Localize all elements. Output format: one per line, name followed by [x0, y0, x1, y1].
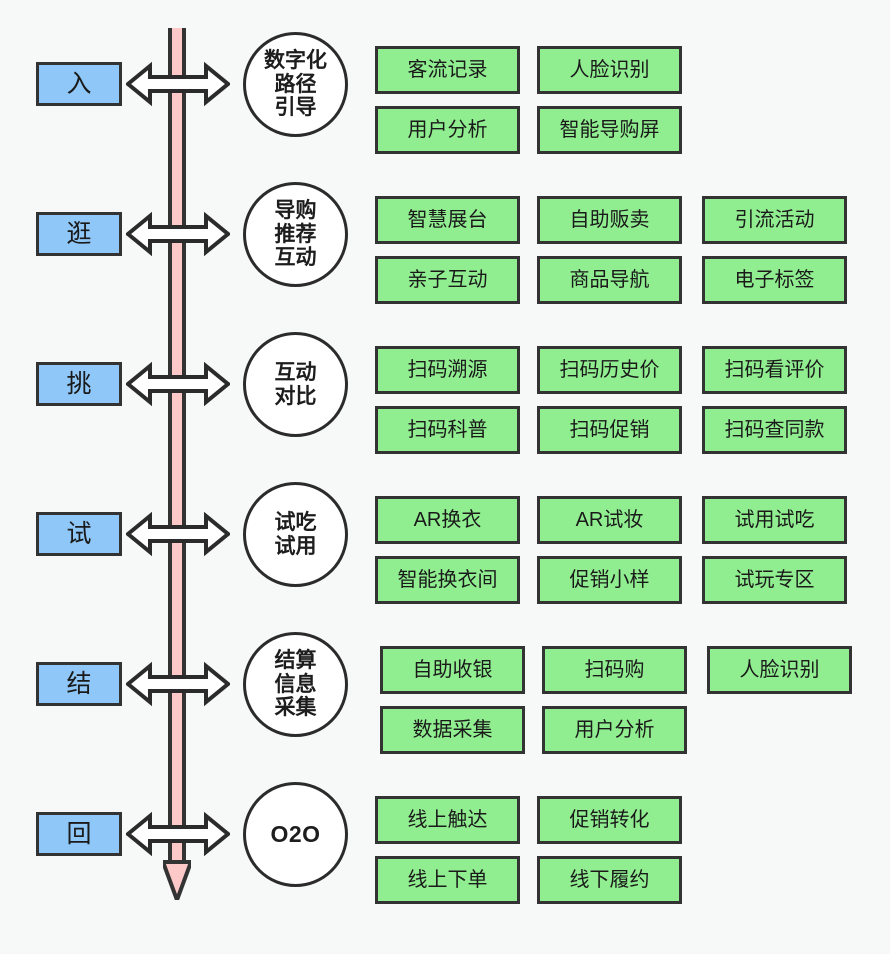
item-box[interactable]: 智慧展台 [375, 196, 520, 244]
item-group: 客流记录人脸识别用户分析智能导购屏 [375, 38, 875, 188]
stage-box-逛[interactable]: 逛 [36, 212, 122, 256]
item-box[interactable]: 亲子互动 [375, 256, 520, 304]
item-box[interactable]: 人脸识别 [537, 46, 682, 94]
theme-line: 路径 [274, 72, 317, 96]
bidirectional-arrow-icon [124, 360, 232, 408]
theme-line: 试用 [274, 534, 317, 558]
item-box[interactable]: 智能导购屏 [537, 106, 682, 154]
item-group: 线上触达促销转化线上下单线下履约 [375, 788, 875, 938]
item-box[interactable]: 扫码科普 [375, 406, 520, 454]
theme-line: 互动 [274, 246, 317, 270]
theme-line: O2O [270, 820, 321, 847]
stage-label: 逛 [66, 219, 92, 248]
bidirectional-arrow-icon [124, 510, 232, 558]
stage-box-入[interactable]: 入 [36, 62, 122, 106]
item-box[interactable]: 试用试吃 [702, 496, 847, 544]
item-box[interactable]: 线下履约 [537, 856, 682, 904]
theme-circle[interactable]: 结算信息采集 [243, 632, 348, 737]
item-box[interactable]: 商品导航 [537, 256, 682, 304]
item-box[interactable]: 扫码购 [542, 646, 687, 694]
item-box[interactable]: 扫码溯源 [375, 346, 520, 394]
stage-label: 回 [66, 819, 92, 848]
theme-line: 导购 [274, 199, 317, 223]
item-box[interactable]: 试玩专区 [702, 556, 847, 604]
item-group: 智慧展台自助贩卖引流活动亲子互动商品导航电子标签 [375, 188, 875, 338]
item-box[interactable]: 引流活动 [702, 196, 847, 244]
bidirectional-arrow-icon [124, 810, 232, 858]
theme-line: 试吃 [274, 510, 317, 534]
item-group: AR换衣 AR试妆试用试吃智能换衣间促销小样试玩专区 [375, 488, 875, 638]
item-box[interactable]: 数据采集 [380, 706, 525, 754]
stage-box-结[interactable]: 结 [36, 662, 122, 706]
bidirectional-arrow-icon [124, 210, 232, 258]
item-box[interactable]: 促销转化 [537, 796, 682, 844]
item-group: 扫码溯源扫码历史价扫码看评价扫码科普扫码促销扫码查同款 [375, 338, 875, 488]
stage-label: 试 [66, 519, 92, 548]
item-box[interactable]: 用户分析 [542, 706, 687, 754]
theme-circle[interactable]: 互动对比 [243, 332, 348, 437]
item-box[interactable]: 自助贩卖 [537, 196, 682, 244]
item-box[interactable]: 用户分析 [375, 106, 520, 154]
theme-line: 结算 [274, 649, 317, 673]
item-box[interactable]: 扫码历史价 [537, 346, 682, 394]
stage-box-挑[interactable]: 挑 [36, 362, 122, 406]
stage-box-回[interactable]: 回 [36, 812, 122, 856]
item-box[interactable]: 客流记录 [375, 46, 520, 94]
theme-line: 对比 [274, 384, 317, 408]
theme-circle[interactable]: 数字化路径引导 [243, 32, 348, 137]
item-box[interactable]: AR换衣 [375, 496, 520, 544]
stage-label: 结 [66, 669, 92, 698]
item-box[interactable]: 扫码看评价 [702, 346, 847, 394]
bidirectional-arrow-icon [124, 660, 232, 708]
item-box[interactable]: AR试妆 [537, 496, 682, 544]
item-box[interactable]: 线上下单 [375, 856, 520, 904]
item-box[interactable]: 人脸识别 [707, 646, 852, 694]
theme-line: 推荐 [274, 222, 317, 246]
item-box[interactable]: 线上触达 [375, 796, 520, 844]
stage-row-逛: 逛 导购推荐互动 智慧展台自助贩卖引流活动亲子互动商品导航电子标签 [0, 182, 890, 338]
stage-label: 挑 [66, 369, 92, 398]
theme-circle[interactable]: 试吃试用 [243, 482, 348, 587]
item-box[interactable]: 电子标签 [702, 256, 847, 304]
item-box[interactable]: 扫码促销 [537, 406, 682, 454]
theme-line: 信息 [274, 672, 317, 696]
theme-line: 采集 [274, 696, 317, 720]
theme-line: 引导 [274, 96, 317, 120]
stage-label: 入 [66, 69, 92, 98]
item-group: 自助收银扫码购人脸识别数据采集用户分析 [380, 638, 880, 788]
stage-row-回: 回 O2O 线上触达促销转化线上下单线下履约 [0, 782, 890, 938]
item-box[interactable]: 自助收银 [380, 646, 525, 694]
stage-row-结: 结 结算信息采集 自助收银扫码购人脸识别数据采集用户分析 [0, 632, 890, 788]
theme-line: 互动 [274, 360, 317, 384]
theme-circle[interactable]: 导购推荐互动 [243, 182, 348, 287]
stage-row-挑: 挑 互动对比 扫码溯源扫码历史价扫码看评价扫码科普扫码促销扫码查同款 [0, 332, 890, 488]
theme-circle[interactable]: O2O [243, 782, 348, 887]
stage-row-入: 入 数字化路径引导 客流记录人脸识别用户分析智能导购屏 [0, 32, 890, 188]
bidirectional-arrow-icon [124, 60, 232, 108]
item-box[interactable]: 扫码查同款 [702, 406, 847, 454]
theme-line: 数字化 [264, 49, 327, 73]
item-box[interactable]: 智能换衣间 [375, 556, 520, 604]
item-box[interactable]: 促销小样 [537, 556, 682, 604]
stage-box-试[interactable]: 试 [36, 512, 122, 556]
